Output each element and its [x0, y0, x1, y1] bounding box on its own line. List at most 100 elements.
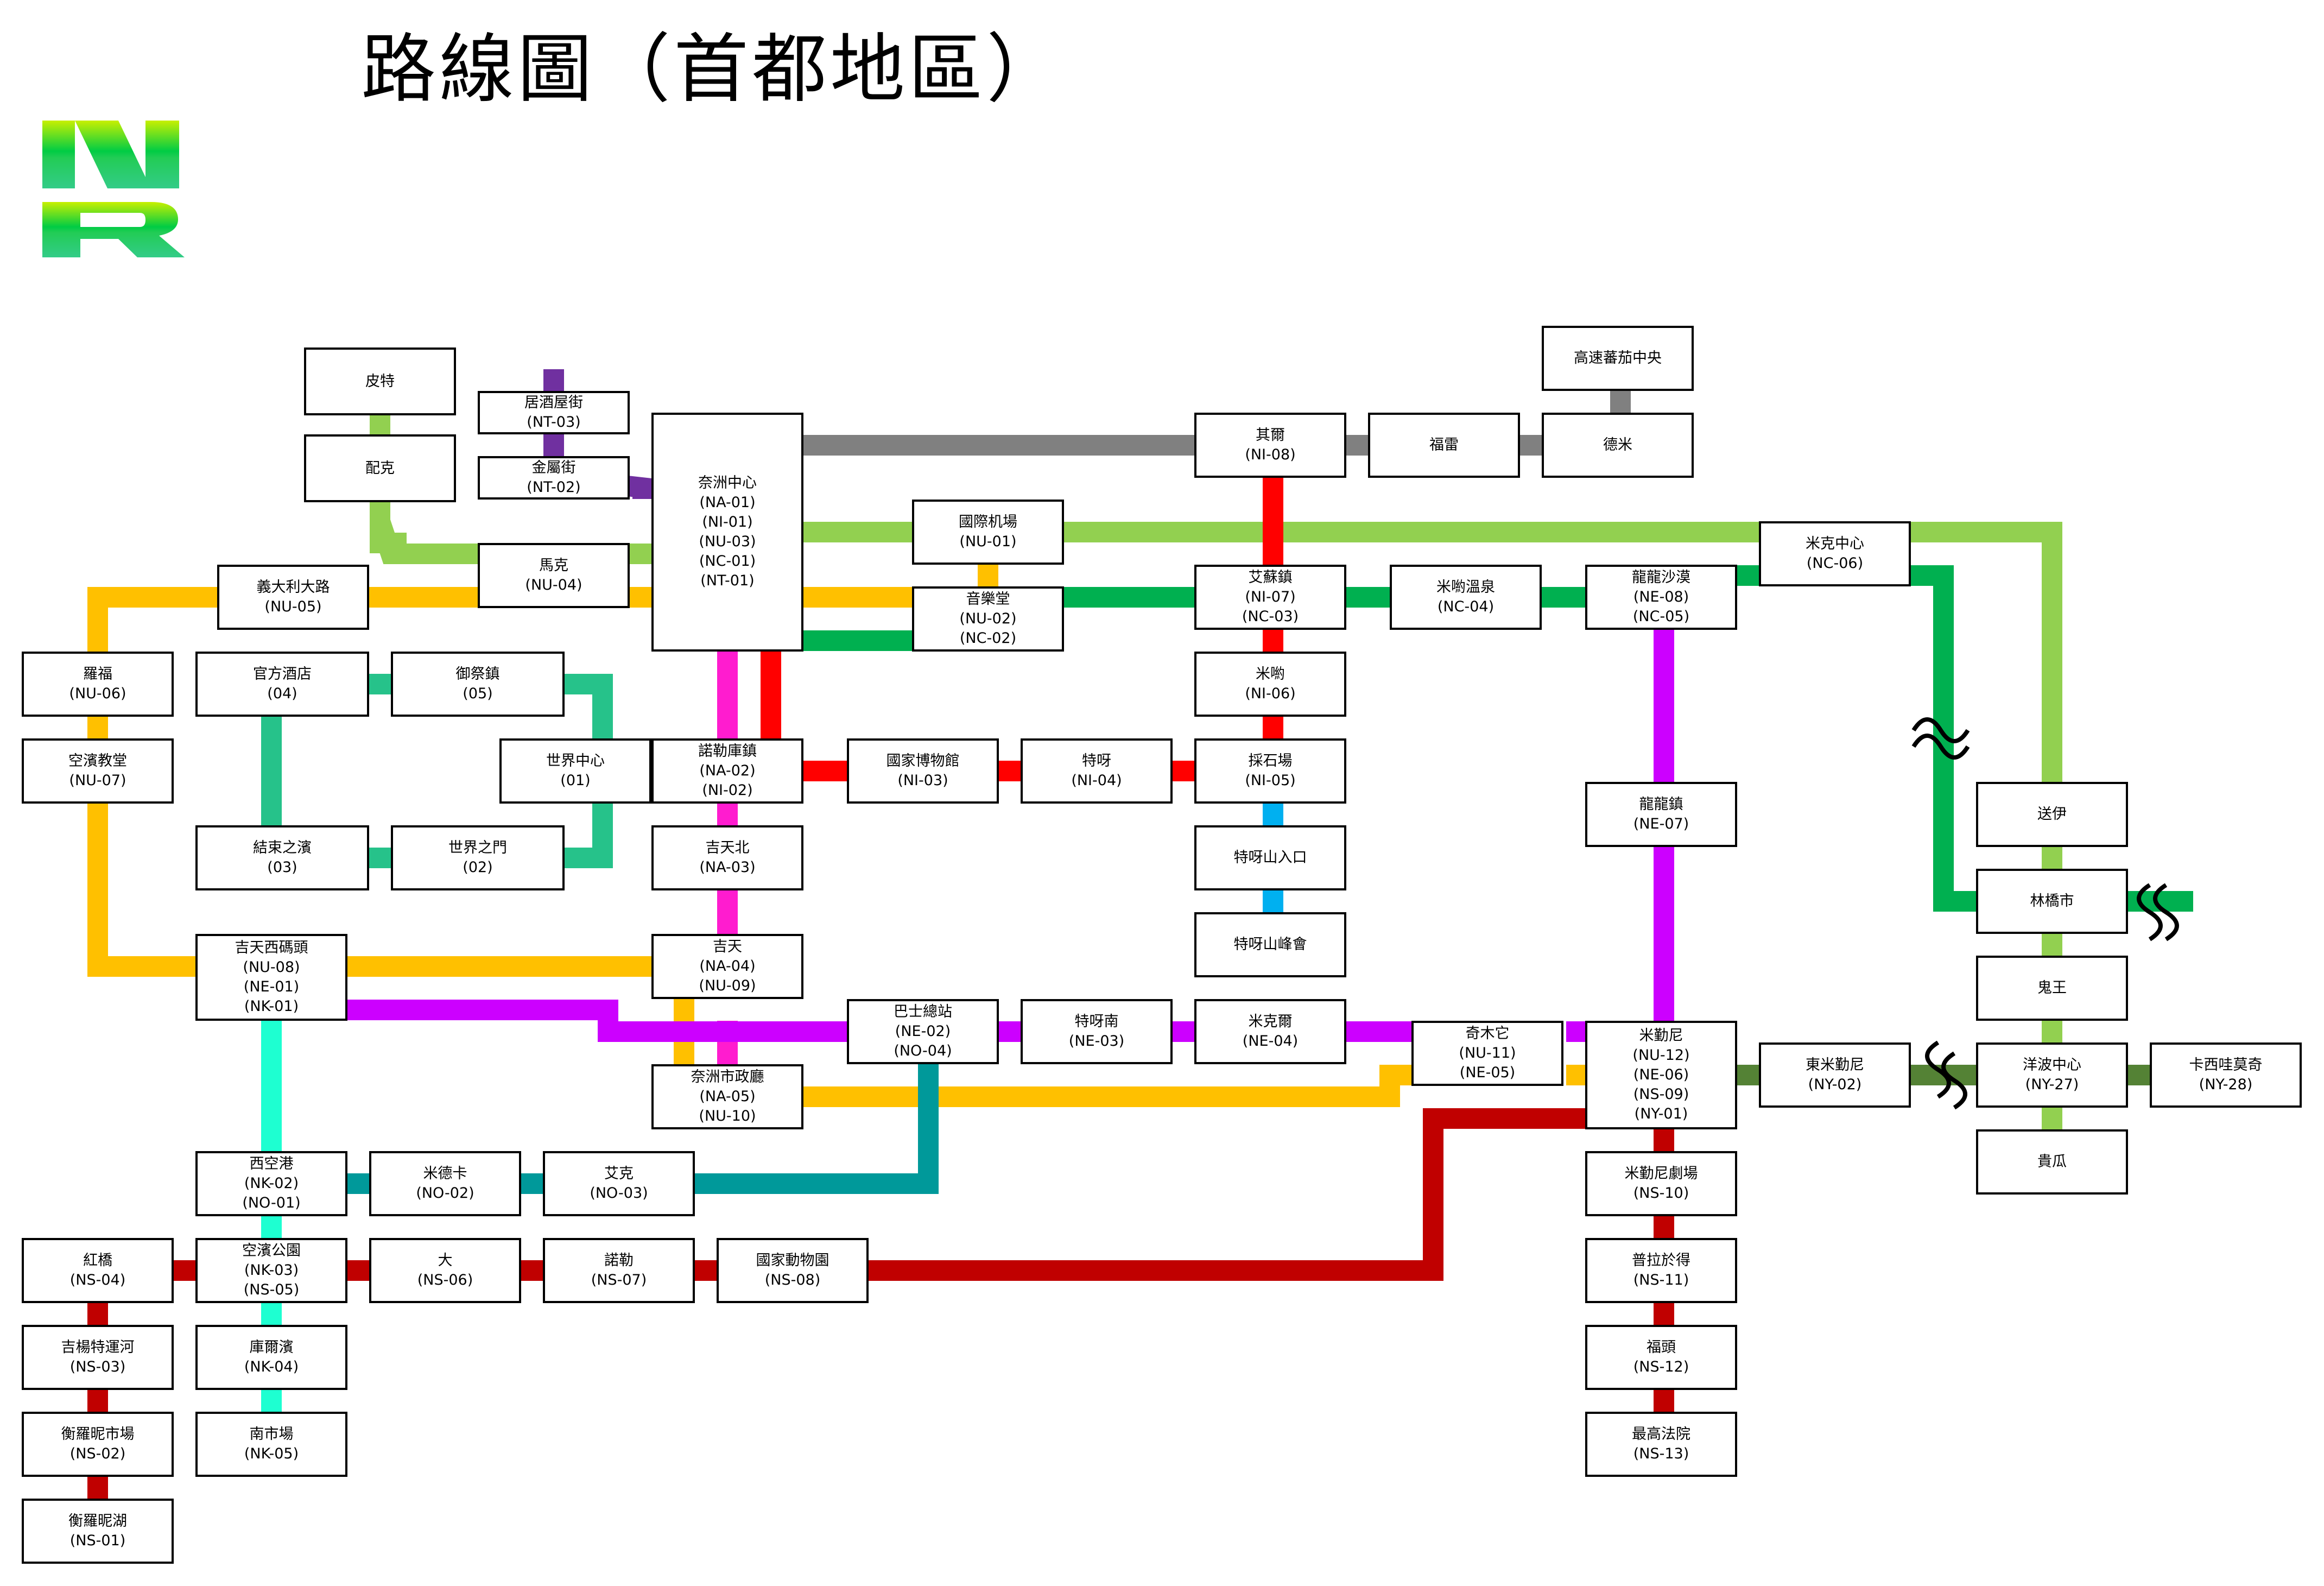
- station-code: (03): [267, 859, 297, 876]
- station-longlong: 龍龍鎮(NE-07): [1585, 782, 1737, 847]
- station-name: 採石場: [1248, 753, 1293, 769]
- station-code: (NC-01): [699, 553, 756, 570]
- station-name: 配克: [365, 459, 395, 477]
- station-code: (NS-03): [69, 1358, 126, 1375]
- station-yinyue: 音樂堂(NU-02)(NC-02): [912, 586, 1064, 652]
- station-miqinni: 米勤尼(NU-12)(NE-06)(NS-09)(NY-01): [1585, 1021, 1737, 1129]
- station-code: (04): [267, 685, 297, 702]
- station-code: (NA-05): [699, 1088, 756, 1105]
- station-code: (NS-13): [1633, 1445, 1689, 1462]
- station-code: (NE-01): [243, 978, 300, 995]
- station-code: (NU-07): [69, 772, 126, 789]
- station-nanshichang: 南市場 (NK-05): [195, 1412, 347, 1477]
- station-name: 東米勤尼: [1806, 1057, 1864, 1073]
- station-teya: 特呀(NI-04): [1021, 738, 1173, 804]
- station-name: 米喲: [1256, 666, 1285, 683]
- station-code: (NU-01): [959, 533, 1017, 550]
- station-name: 南市場: [249, 1426, 294, 1443]
- station-code: (NI-03): [897, 772, 948, 789]
- station-qimuta: 奇木它(NU-11)(NE-05): [1411, 1021, 1563, 1086]
- station-name: 米勤尼: [1639, 1027, 1683, 1044]
- station-code: (NS-10): [1633, 1185, 1689, 1202]
- station-bashi: 巴士總站 (NE-02) (NO-04): [847, 999, 999, 1064]
- station-name: 吉天: [713, 938, 742, 955]
- station-fulei: 福雷: [1368, 413, 1520, 478]
- station-name: 米德卡: [423, 1165, 467, 1182]
- station-name: 米克中心: [1806, 535, 1864, 552]
- station-aike: 艾克 (NO-03): [543, 1151, 695, 1216]
- station-code: (NS-09): [1633, 1086, 1689, 1103]
- station-code: (NC-05): [1632, 608, 1690, 625]
- station-make: 馬克(NU-04): [478, 543, 630, 608]
- station-name: 空濱教堂: [68, 753, 127, 769]
- station-guodongwu: 國家動物園 (NS-08): [717, 1238, 869, 1303]
- station-yuji: 御祭鎮 (05): [391, 652, 565, 717]
- station-kuerbin: 庫爾濱(NK-04): [195, 1325, 347, 1390]
- station-naizhouzf: 奈洲市政廳 (NA-05) (NU-10): [651, 1064, 803, 1129]
- station-gaosu: 高速蕃茄中央: [1542, 326, 1694, 391]
- station-pite: 皮特: [304, 347, 456, 415]
- station-code: (NK-05): [244, 1445, 299, 1462]
- station-code: (NO-04): [894, 1042, 952, 1059]
- station-kongbin: 空濱教堂 (NU-07): [22, 738, 174, 804]
- station-code: (NE-06): [1633, 1066, 1689, 1083]
- station-name: 艾蘇鎮: [1248, 569, 1293, 586]
- station-name: 奇木它: [1465, 1025, 1510, 1042]
- station-songyi: 送伊: [1976, 782, 2128, 847]
- station-code: (NC-02): [959, 630, 1017, 647]
- station-da: 大(NS-06): [369, 1238, 521, 1303]
- station-name: 吉天北: [705, 839, 750, 856]
- station-code: (NT-01): [700, 572, 755, 589]
- station-name: 紅橋: [83, 1252, 112, 1269]
- station-code: (NU-08): [243, 959, 300, 976]
- station-name: 艾克: [604, 1165, 634, 1182]
- station-code: (NE-03): [1068, 1033, 1125, 1050]
- station-name: 御祭鎮: [455, 666, 500, 683]
- station-miyou: 米喲(NI-06): [1194, 652, 1346, 717]
- station-demi: 德米: [1542, 413, 1694, 478]
- station-name: 鬼王: [2037, 980, 2067, 996]
- station-juqiu: 居酒屋街(NT-03): [478, 391, 630, 434]
- station-code: (NO-03): [590, 1185, 648, 1202]
- station-name: 送伊: [2037, 806, 2067, 823]
- station-mikeer: 米克爾(NE-04): [1194, 999, 1346, 1064]
- station-code: (05): [463, 685, 493, 702]
- station-name: 國家動物園: [756, 1252, 829, 1269]
- station-guiwang: 鬼王: [1976, 956, 2128, 1021]
- station-name: 巴士總站: [894, 1003, 952, 1020]
- station-code: (NE-02): [895, 1023, 951, 1040]
- station-name: 龍龍鎮: [1639, 796, 1683, 813]
- station-zuigao: 最高法院(NS-13): [1585, 1412, 1737, 1477]
- station-code: (NU-10): [699, 1108, 756, 1124]
- station-code: (NU-12): [1632, 1047, 1690, 1064]
- station-name: 奈洲市政廳: [691, 1069, 764, 1085]
- station-linqiao: 林橋市: [1976, 869, 2128, 934]
- station-code: (NA-04): [699, 958, 756, 975]
- station-code: (NI-02): [702, 782, 753, 799]
- station-code: (NS-04): [69, 1272, 126, 1288]
- station-code: (NK-04): [244, 1358, 299, 1375]
- station-code: (NU-09): [699, 977, 756, 994]
- station-jiyang: 吉楊特運河(NS-03): [22, 1325, 174, 1390]
- station-code: (NS-11): [1633, 1272, 1689, 1288]
- station-name: 官方酒店: [253, 666, 312, 683]
- nr-logo: [42, 121, 185, 257]
- station-guoji: 國際机場(NU-01): [912, 500, 1064, 565]
- station-name: 林橋市: [2030, 893, 2074, 909]
- station-code: (NU-06): [69, 685, 126, 702]
- station-code: (NS-08): [764, 1272, 821, 1288]
- station-mike_zx: 米克中心(NC-06): [1759, 521, 1911, 586]
- station-dongmi: 東米勤尼(NY-02): [1759, 1042, 1911, 1108]
- station-luofu: 羅福 (NU-06): [22, 652, 174, 717]
- station-teyanan: 特呀南(NE-03): [1021, 999, 1173, 1064]
- station-mideka: 米德卡 (NO-02): [369, 1151, 521, 1216]
- station-code: (NT-03): [527, 414, 581, 431]
- station-name: 高速蕃茄中央: [1574, 350, 1662, 367]
- station-name: 諾勒: [604, 1252, 634, 1269]
- station-name: 羅福: [83, 666, 112, 683]
- station-kaxiwa: 卡西哇莫奇(NY-28): [2150, 1042, 2302, 1108]
- station-code: (NO-02): [416, 1185, 474, 1202]
- station-code: (01): [560, 772, 591, 789]
- station-name: 衡羅昵市場: [61, 1426, 135, 1443]
- station-name: 世界之門: [448, 839, 507, 856]
